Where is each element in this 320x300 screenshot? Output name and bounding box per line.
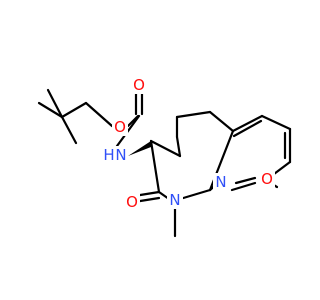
atom-carbamate-o: O bbox=[114, 118, 126, 136]
label-bg-methoxy-o bbox=[259, 170, 275, 188]
bond-pyr-2 bbox=[231, 114, 264, 133]
bond-o-carbonyl bbox=[126, 114, 140, 128]
bond-ring-1 bbox=[149, 139, 182, 158]
atom-carbonyl-o: O bbox=[133, 76, 145, 94]
atom-pyridine-n: N bbox=[215, 173, 226, 191]
label-bg-carbonyl-o bbox=[131, 76, 147, 94]
bond-tbu-methyl-bottom bbox=[60, 115, 78, 145]
bond-ring-8 bbox=[178, 188, 212, 201]
bond-tbu-o bbox=[84, 101, 114, 128]
atom-labels: O O H N N N O O bbox=[99, 76, 275, 211]
bonds bbox=[37, 88, 292, 238]
label-bg-amide-nh bbox=[99, 146, 128, 164]
bond-tbu-methyl-left bbox=[37, 101, 64, 119]
bond-pyr-3 bbox=[260, 114, 292, 131]
label-bg-carbamate-o bbox=[112, 118, 128, 136]
atom-ring-n: N bbox=[169, 191, 180, 209]
bond-tbu-quaternary bbox=[60, 101, 88, 119]
bond-pyr-5 bbox=[272, 160, 292, 176]
label-bg-ring-n bbox=[167, 191, 183, 209]
bond-pyr-6b bbox=[234, 176, 257, 185]
bond-ring-4 bbox=[175, 110, 212, 119]
label-bg-pyridine-n bbox=[213, 173, 229, 191]
atom-amide-h: H bbox=[103, 146, 114, 164]
bond-pyr-2b bbox=[232, 119, 263, 138]
atom-lactam-o: O bbox=[126, 193, 138, 211]
molecule-structure: O O H N N N O O bbox=[37, 76, 292, 238]
bond-pyr-6 bbox=[230, 181, 257, 192]
atom-amide-n: N bbox=[115, 146, 126, 164]
stereo-wedge-bond bbox=[128, 141, 151, 156]
bond-tbu-methyl-top bbox=[46, 88, 64, 119]
atom-methoxy-o: O bbox=[261, 170, 273, 188]
label-bg-lactam-o bbox=[124, 193, 140, 211]
molecule-canvas: O O H N N N O O bbox=[37, 76, 292, 238]
bond-ring-2 bbox=[175, 135, 182, 158]
bond-ring-5 bbox=[208, 110, 235, 133]
bond-ring-6 bbox=[149, 139, 161, 194]
